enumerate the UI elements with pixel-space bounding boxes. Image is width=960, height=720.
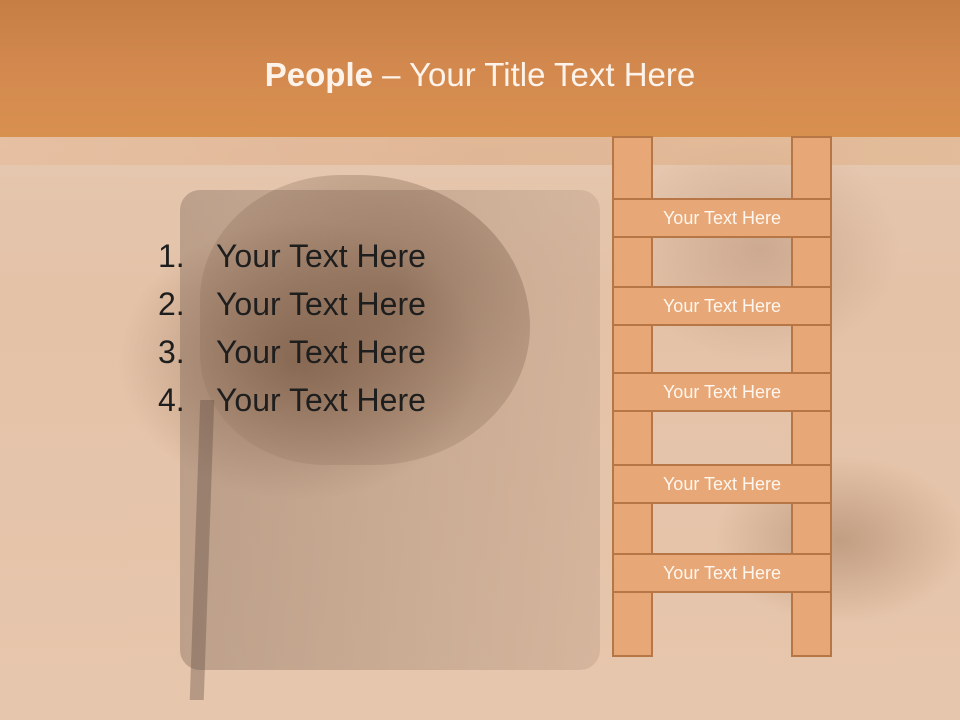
title-bar: People – Your Title Text Here: [0, 0, 960, 137]
list-number: 2.: [158, 286, 185, 322]
title-separator: –: [372, 56, 410, 93]
ladder-rung: Your Text Here: [612, 372, 832, 412]
background-brush: [200, 175, 530, 465]
ladder-rung: Your Text Here: [612, 198, 832, 238]
title-bold: People: [264, 56, 373, 93]
list-item: 3. Your Text Here: [158, 328, 426, 376]
list-text: Your Text Here: [216, 382, 426, 418]
numbered-list: 1. Your Text Here 2. Your Text Here 3. Your…: [158, 232, 426, 424]
title-rest: Your Title Text Here: [409, 56, 696, 93]
list-item: 4. Your Text Here: [158, 376, 426, 424]
slide-title: People – Your Title Text Here: [0, 55, 960, 95]
list-text: Your Text Here: [216, 334, 426, 370]
background-photo: [180, 190, 600, 670]
list-item: 2. Your Text Here: [158, 280, 426, 328]
ladder-rung: Your Text Here: [612, 464, 832, 504]
list-number: 4.: [158, 382, 185, 418]
list-text: Your Text Here: [216, 238, 426, 274]
list-item: 1. Your Text Here: [158, 232, 426, 280]
list-number: 1.: [158, 238, 185, 274]
ladder-rung: Your Text Here: [612, 553, 832, 593]
list-text: Your Text Here: [216, 286, 426, 322]
list-number: 3.: [158, 334, 185, 370]
ladder-rung: Your Text Here: [612, 286, 832, 326]
